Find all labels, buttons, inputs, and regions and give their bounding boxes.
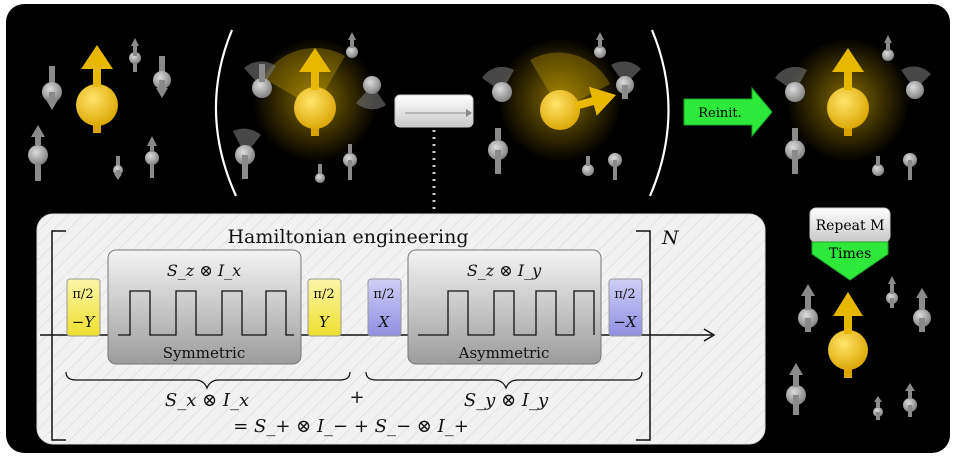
pulse-minus-x: π/2 −X	[608, 278, 643, 337]
brace-left	[65, 371, 351, 390]
pulse-fraction: π/2	[72, 287, 93, 302]
gray-spin-fan	[785, 128, 805, 174]
pulse-axis: −X	[613, 313, 638, 331]
symmetric-pulse-train	[118, 290, 294, 336]
gray-spin-fan	[244, 61, 276, 98]
gray-spin-fan	[901, 66, 931, 99]
pulse-minus-y: π/2 −Y	[66, 278, 101, 337]
asymmetric-block	[407, 249, 602, 365]
symmetric-operator: S_z ⊗ I_x	[167, 261, 241, 280]
gray-spin	[113, 156, 123, 180]
gray-spin	[873, 396, 883, 420]
repeat-label: Repeat M	[816, 218, 885, 234]
pulse-fraction: π/2	[313, 287, 334, 302]
hamiltonian-panel: N Hamiltonian engineering S_z ⊗ I_x Symm…	[36, 213, 766, 445]
spin-cluster-final	[786, 276, 931, 420]
asymmetric-label: Asymmetric	[458, 344, 550, 362]
spin-cluster-initial	[28, 38, 171, 181]
spin-cluster-reinit	[775, 35, 931, 180]
pulse-y: π/2 Y	[307, 278, 342, 337]
gray-spin	[42, 66, 62, 110]
right-parenthesis	[648, 29, 670, 197]
symmetric-label: Symmetric	[163, 344, 245, 362]
gray-spin-fan	[356, 76, 386, 110]
gray-spin	[153, 56, 171, 98]
gray-spin-fan	[343, 144, 357, 180]
plus-sign: +	[349, 387, 364, 408]
gray-spin-fan	[582, 156, 594, 176]
repeat-n-symbol: N	[661, 227, 680, 249]
gray-spin-fan	[611, 61, 641, 99]
pulse-axis: X	[378, 313, 391, 331]
reinit-label: Reinit.	[698, 106, 742, 121]
asymmetric-pulse-train	[418, 290, 595, 336]
gray-spin-fan	[903, 153, 917, 180]
result-equation: = S_+ ⊗ I_− + S_− ⊗ I_+	[233, 416, 469, 437]
spin-cluster-evolving-2	[482, 32, 641, 180]
gray-spin-fan	[233, 128, 261, 179]
evolution-operator-box	[394, 94, 474, 128]
left-parenthesis	[214, 29, 238, 197]
gray-spin-fan	[488, 128, 508, 174]
spin-cluster-evolving-1	[233, 32, 386, 183]
time-axis-arrowhead	[703, 328, 716, 342]
repeat-badge: Repeat M Times	[809, 207, 891, 281]
gray-spin	[145, 136, 159, 178]
brace-right	[365, 371, 643, 390]
times-label: Times	[829, 246, 872, 262]
gray-spin-fan	[872, 156, 884, 176]
gray-spin	[886, 276, 898, 308]
pulse-axis: −Y	[72, 313, 97, 331]
gray-spin-fan	[882, 35, 894, 61]
pulse-x: π/2 X	[367, 278, 402, 337]
pulse-fraction: π/2	[614, 287, 635, 302]
panel-title: Hamiltonian engineering	[227, 226, 468, 248]
gray-spin-fan	[346, 32, 358, 58]
gray-spin	[129, 38, 141, 72]
pulse-axis: Y	[319, 313, 331, 331]
brace-right-label: S_y ⊗ I_y	[464, 390, 549, 411]
gray-spin	[786, 363, 806, 415]
pulse-fraction: π/2	[373, 287, 394, 302]
gold-spin-up	[76, 45, 118, 133]
gray-spin-fan	[594, 32, 606, 58]
gray-spin	[913, 288, 931, 332]
gray-spin-fan	[315, 164, 325, 183]
asymmetric-operator: S_z ⊗ I_y	[467, 261, 542, 280]
gray-spin-fan	[775, 66, 807, 102]
gray-spin	[903, 383, 917, 417]
gray-spin-fan	[608, 153, 622, 180]
gray-spin	[28, 125, 48, 181]
gray-spin	[798, 284, 818, 332]
brace-left-label: S_x ⊗ I_x	[165, 390, 249, 411]
gray-spin-fan	[482, 66, 514, 102]
reinit-arrow: Reinit.	[683, 86, 773, 138]
